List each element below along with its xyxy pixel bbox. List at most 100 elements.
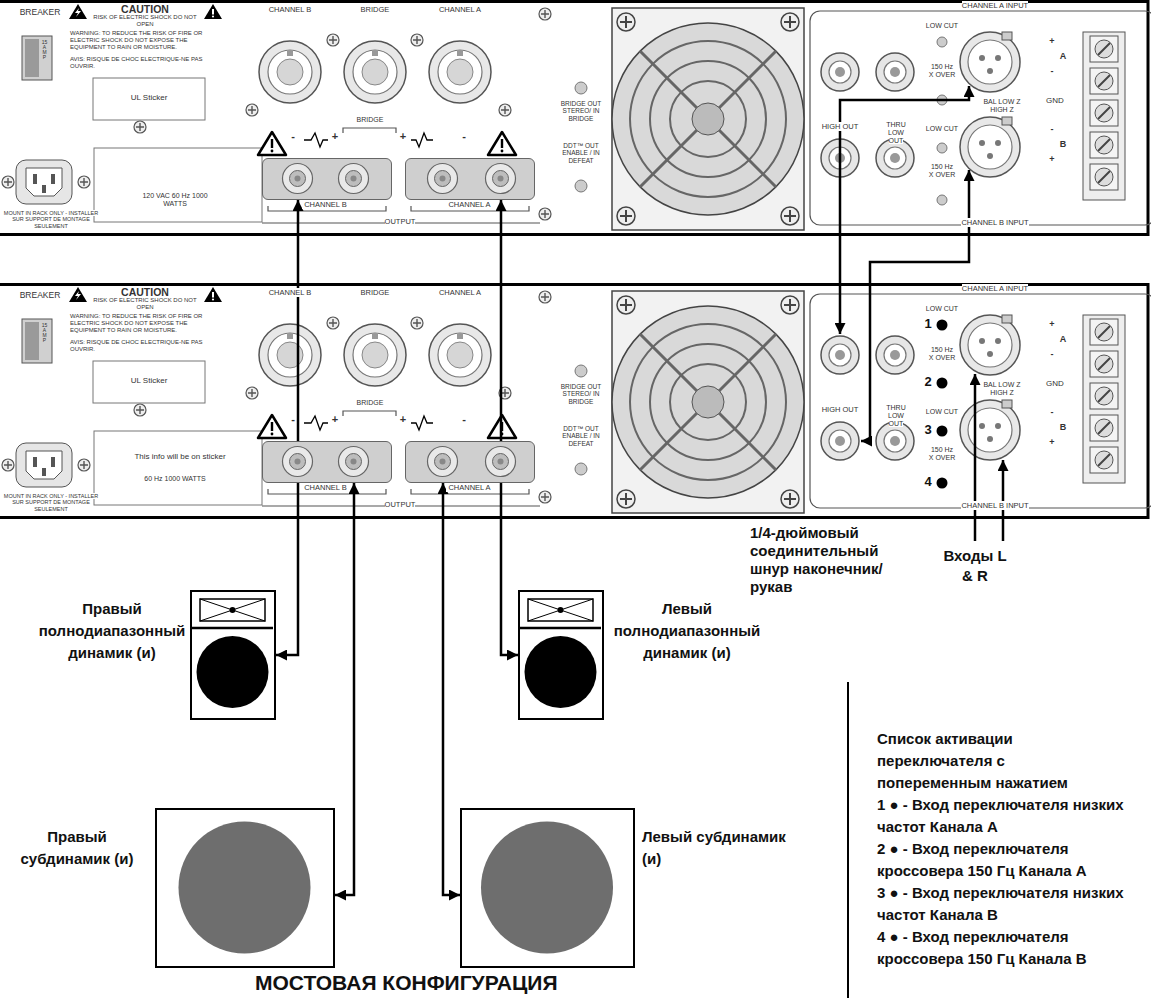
breaker-rating: 15 AMP: [41, 40, 48, 60]
switch-label-text: LOW CUT: [926, 305, 958, 312]
switch-label: 150 Hz X OVER: [928, 346, 956, 362]
switch-label-text: 150 Hz X OVER: [929, 63, 955, 78]
terminal-sign-text: +: [1049, 319, 1054, 329]
polarity-sign-text: +: [332, 130, 338, 142]
rating-label-text: 120 VAC 60 Hz 1000 WATTS: [142, 192, 207, 207]
upper-amplifier-panel: [0, 2, 1151, 235]
polarity-sign: -: [457, 130, 471, 143]
switch-label-text: LOW CUT: [926, 125, 958, 132]
input-section-label: CHANNEL A INPUT: [945, 2, 1045, 11]
status-led: [575, 463, 587, 475]
caution-text: RISK OF ELECTRIC SHOCK DO NOT OPEN: [90, 14, 200, 28]
avis-text-text: AVIS: RISQUE DE CHOC ELECTRIQUE-NE PAS O…: [70, 56, 202, 69]
speaker-wire: [501, 200, 518, 655]
output-terminal-drawing: [263, 442, 390, 481]
sticker-label: UL Sticker: [93, 93, 205, 102]
binding-post: [295, 176, 301, 182]
switch-label: 150 Hz X OVER: [928, 446, 956, 462]
sticker-label-text: UL Sticker: [131, 376, 168, 385]
binding-post: [428, 447, 458, 477]
binding-post: [339, 164, 369, 194]
speaker-wire: [276, 200, 298, 655]
polarity-sign: +: [328, 413, 342, 426]
mount-note-text: MOUNT IN RACK ONLY - INSTALLER SUR SUPPO…: [4, 210, 98, 229]
mount-note-text: MOUNT IN RACK ONLY - INSTALLER SUR SUPPO…: [4, 493, 98, 512]
avis-text: AVIS: RISQUE DE CHOC ELECTRIQUE-NE PAS O…: [70, 56, 224, 70]
terminal-sign-text: +: [1049, 154, 1054, 164]
channel-letter: A: [1057, 334, 1069, 344]
patch-cord: [840, 86, 969, 441]
channel-letter-text: B: [1060, 139, 1067, 149]
input-callout-text: Входы L & R: [943, 547, 1006, 584]
switch-label-text: DDT™ OUT ENABLE / IN DEFEAT: [562, 425, 600, 447]
warning-text-text: WARNING: TO REDUCE THE RISK OF FIRE OR E…: [70, 30, 202, 50]
binding-post: [493, 454, 509, 470]
input-section-label-text: CHANNEL B INPUT: [961, 501, 1028, 510]
switch-list: Список активации переключателя с поперем…: [877, 728, 1145, 970]
switch-label: DDT™ OUT ENABLE / IN DEFEAT: [553, 142, 609, 164]
breaker-rating: 15 AMP: [41, 323, 48, 343]
speaker-label: Левый субдинамик (и): [642, 826, 792, 870]
switch-label: BRIDGE OUT STEREO/ IN BRIDGE: [553, 383, 609, 405]
speaker-wire: [335, 483, 354, 895]
list-heading: Список активации переключателя с поперем…: [877, 728, 1092, 794]
callout-number: 1: [921, 317, 935, 332]
rating-label-text: 60 Hz 1000 WATTS: [144, 475, 205, 482]
switch-label-text: DDT™ OUT ENABLE / IN DEFEAT: [562, 142, 600, 164]
output-terminal: CHANNEL A: [405, 441, 535, 483]
patch-cord: [861, 170, 969, 441]
jack-label-text: THRU LOW OUT: [886, 121, 905, 144]
polarity-sign: -: [286, 413, 300, 426]
polarity-sign-text: -: [462, 413, 466, 425]
speaker-label: Правый полнодиапазонный динамик (и): [37, 598, 187, 664]
binding-post: [290, 171, 306, 187]
channel-letter-text: A: [1060, 51, 1067, 61]
terminal-sign-text: -: [1051, 124, 1054, 134]
full-range-speaker: Левый полнодиапазонный динамик (и): [518, 590, 604, 720]
jack-label: HIGH OUT: [808, 406, 872, 415]
terminal-sign: +: [1046, 154, 1058, 164]
terminal-sign-text: +: [1049, 437, 1054, 447]
terminal-sign: -: [1046, 349, 1058, 359]
rating-label: 120 VAC 60 Hz 1000 WATTS: [135, 192, 215, 208]
binding-post: [283, 164, 313, 194]
polarity-sign: -: [286, 130, 300, 143]
connector-label-text: BRIDGE: [361, 5, 390, 14]
output-terminal-drawing: [263, 159, 390, 198]
switch-label: DDT™ OUT ENABLE / IN DEFEAT: [553, 425, 609, 447]
sticker-label-text: UL Sticker: [131, 93, 168, 102]
tweeter-horn: [528, 599, 593, 621]
jack-label-text: HIGH OUT: [822, 122, 859, 131]
channel-letter: B: [1057, 139, 1069, 149]
input-section-label-text: CHANNEL A INPUT: [962, 1, 1028, 10]
binding-post: [283, 447, 313, 477]
binding-post: [493, 171, 509, 187]
switch-label-text: BRIDGE OUT STEREO/ IN BRIDGE: [561, 100, 601, 122]
bridge-label-text: BRIDGE: [357, 116, 384, 123]
polarity-sign: +: [328, 130, 342, 143]
switch-label: BRIDGE OUT STEREO/ IN BRIDGE: [553, 100, 609, 122]
full-range-speaker-drawing: [192, 592, 273, 717]
connector-label-text: CHANNEL B: [269, 5, 312, 14]
woofer-cone: [197, 636, 269, 708]
bridge-label: BRIDGE: [345, 116, 395, 124]
avis-text-text: AVIS: RISQUE DE CHOC ELECTRIQUE-NE PAS O…: [70, 339, 202, 352]
switch-label: 150 Hz X OVER: [928, 63, 956, 79]
input-leader: [974, 374, 977, 541]
callout-number-text: 1: [924, 316, 931, 331]
input-section-label: CHANNEL B INPUT: [945, 502, 1045, 511]
binding-post: [498, 176, 504, 182]
channel-letter-text: B: [1060, 422, 1067, 432]
speaker-wire: [443, 483, 460, 895]
status-led: [937, 143, 947, 153]
binding-post: [290, 454, 306, 470]
full-range-speaker-drawing: [520, 592, 601, 717]
callout-number: 2: [921, 375, 935, 390]
jack-label: THRU LOW OUT: [881, 121, 911, 145]
connector-label: CHANNEL B: [250, 289, 330, 298]
list-item: 4 ● - Вход переключателя кроссовера 150 …: [877, 926, 1139, 970]
speaker-label: Левый полнодиапазонный динамик (и): [612, 598, 762, 664]
terminal-sign-text: +: [1049, 36, 1054, 46]
caution-text: RISK OF ELECTRIC SHOCK DO NOT OPEN: [90, 297, 200, 311]
list-bar: [847, 682, 849, 998]
